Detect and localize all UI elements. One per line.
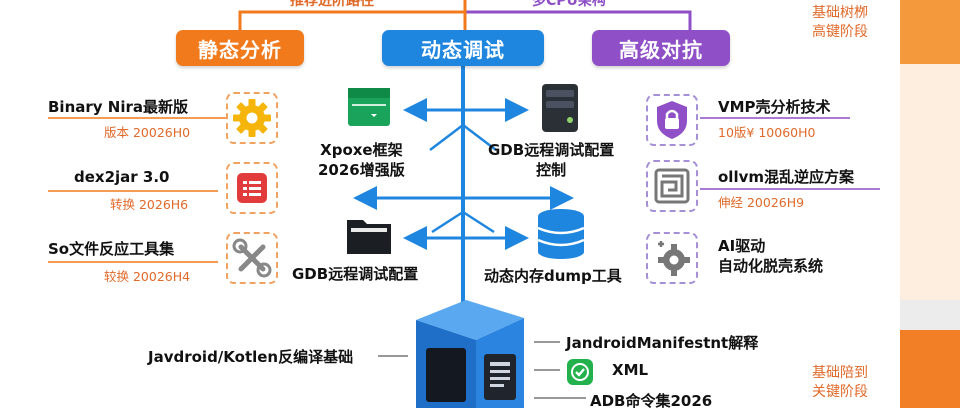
ai-gear-icon <box>658 241 690 276</box>
left-item-title-1: Binary Nira最新版 <box>48 98 188 116</box>
right-item-title-1: VMP壳分析技术 <box>718 98 831 116</box>
right-item-sub-1: 10版¥ 10060H0 <box>718 125 816 140</box>
left-item-icon-box-2[interactable] <box>226 162 278 214</box>
gdb-left-label: GDB远程调试配置 <box>292 265 419 283</box>
wrench-icon <box>232 238 272 278</box>
category-static-label: 静态分析 <box>198 37 282 62</box>
left-item-title-2: dex2jar 3.0 <box>74 168 170 186</box>
right-item-icon-box-2[interactable] <box>646 160 698 212</box>
side-strip-orange-bottom <box>900 330 960 408</box>
side-strip-gray <box>900 300 960 330</box>
side-note-top: 基础树栁 高键阶段 <box>812 5 868 40</box>
xposed-folder-icon[interactable] <box>346 86 392 128</box>
header-right-cut: 多CPU架构 <box>532 0 606 9</box>
lock-icon <box>657 101 687 139</box>
xposed-label: Xpoxe框架 2026增强版 <box>318 141 405 179</box>
phone-cube-icon[interactable] <box>406 300 534 408</box>
list-icon <box>237 173 267 203</box>
maze-icon <box>654 168 690 204</box>
left-item-sub-3: 较换 20026H4 <box>104 269 191 284</box>
manifest-label: JandroidManifestnt解释 <box>566 334 759 352</box>
right-item-title-3: AI驱动 自动化脱壳系统 <box>718 237 824 275</box>
left-item-icon-box-1[interactable] <box>226 92 278 144</box>
dump-label: 动态内存dump工具 <box>484 267 622 285</box>
bottom-left-label: Javdroid/Kotlen反编译基础 <box>148 348 354 366</box>
gear-icon <box>233 99 271 137</box>
gdb-right-label: GDB远程调试配置 控制 <box>488 141 615 179</box>
header-left-cut: 推荐进阶路径 <box>290 0 374 9</box>
server-icon[interactable] <box>540 82 580 134</box>
right-item-sub-2: 伸经 20026H9 <box>718 195 805 210</box>
database-icon[interactable] <box>534 206 588 262</box>
left-item-title-3: So文件反应工具集 <box>48 240 175 258</box>
right-item-title-2: ollvm混乱逆应方案 <box>718 168 854 186</box>
left-item-sub-2: 转换 2026H6 <box>110 197 189 212</box>
side-note-bottom: 基础陪到 关键阶段 <box>812 365 868 400</box>
side-strip-light <box>900 64 960 300</box>
right-item-icon-box-1[interactable] <box>646 94 698 146</box>
right-item-icon-box-3[interactable] <box>646 232 698 284</box>
xml-label: XML <box>612 361 649 379</box>
category-dynamic[interactable]: 动态调试 <box>382 30 544 66</box>
side-strip-orange <box>900 0 960 64</box>
check-icon <box>567 359 593 385</box>
category-static[interactable]: 静态分析 <box>176 30 304 66</box>
category-advanced-label: 高级对抗 <box>619 37 703 62</box>
category-dynamic-label: 动态调试 <box>421 37 505 62</box>
adb-label: ADB命令集2026 <box>590 392 713 410</box>
folder-dark-icon[interactable] <box>345 212 393 256</box>
left-item-sub-1: 版本 20026H0 <box>104 125 191 140</box>
left-item-icon-box-3[interactable] <box>226 232 278 284</box>
category-advanced[interactable]: 高级对抗 <box>592 30 730 66</box>
